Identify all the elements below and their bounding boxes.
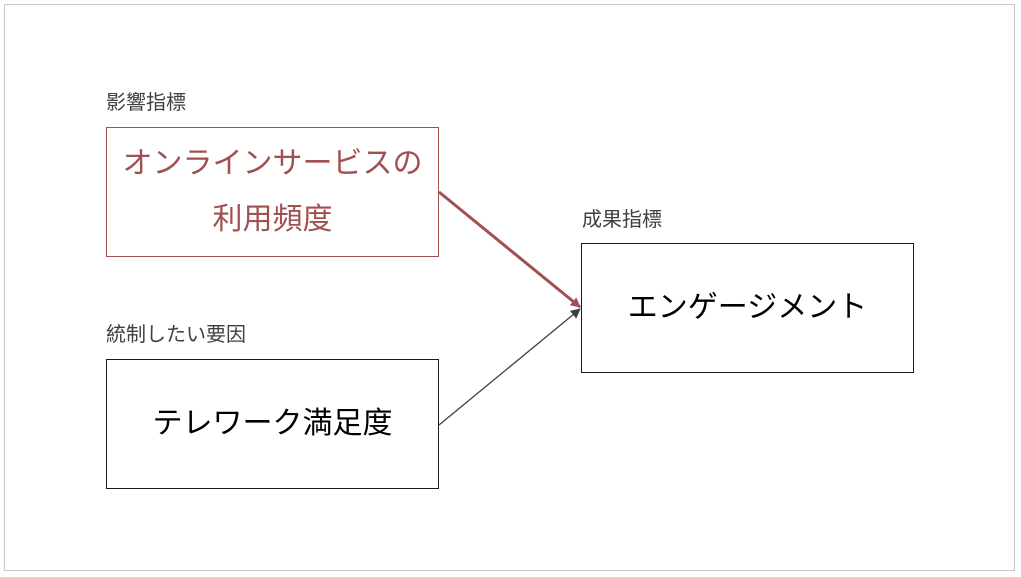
outcome-box-text: エンゲージメント [627,290,868,325]
control-box-text: テレワーク満足度 [152,406,393,441]
outcome-heading: 成果指標 [582,207,662,231]
influence-box: オンラインサービスの利用頻度 [106,127,439,257]
control-box: テレワーク満足度 [106,359,439,489]
influence-heading: 影響指標 [106,90,186,114]
control-heading: 統制したい要因 [106,322,246,346]
outcome-box: エンゲージメント [581,243,914,373]
influence-box-text: オンラインサービスの利用頻度 [122,146,423,237]
